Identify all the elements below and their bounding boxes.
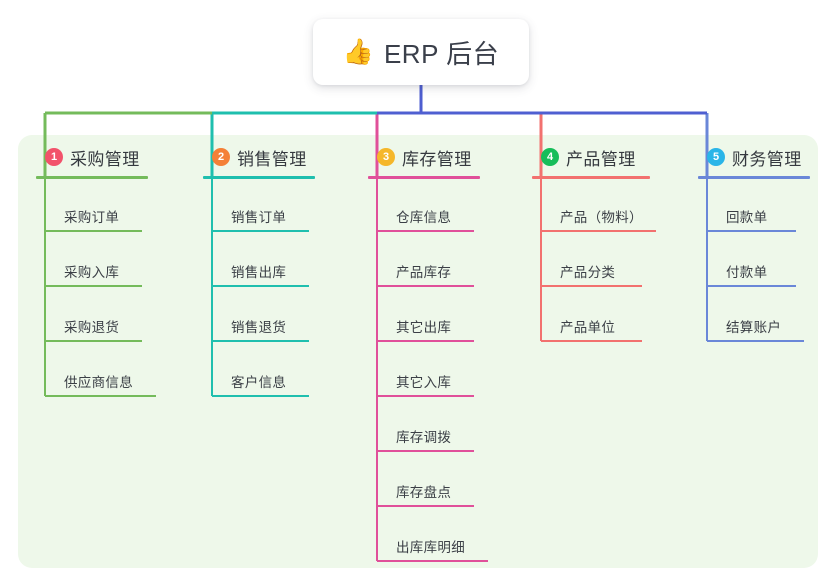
leaf-label: 结算账户 (726, 320, 782, 335)
leaf-label: 销售退货 (231, 320, 287, 335)
leaf-node[interactable]: 产品库存 (368, 234, 480, 289)
leaf-node[interactable]: 采购入库 (36, 234, 148, 289)
leaf-label: 其它入库 (396, 375, 452, 390)
leaf-label: 仓库信息 (396, 210, 452, 225)
leaf-node[interactable]: 产品（物料） (532, 179, 650, 234)
branch-badge-2: 2 (212, 148, 230, 166)
leaf-node[interactable]: 供应商信息 (36, 344, 148, 399)
leaf-label: 其它出库 (396, 320, 452, 335)
branch-header-4[interactable]: 4 产品管理 (532, 145, 650, 169)
leaf-label: 客户信息 (231, 375, 287, 390)
leaf-node[interactable]: 仓库信息 (368, 179, 480, 234)
leaf-label: 采购入库 (64, 265, 120, 280)
root-node-content: 👍 ERP 后台 (343, 34, 499, 71)
leaf-label: 销售出库 (231, 265, 287, 280)
branch-column-1: 1 采购管理采购订单采购入库采购退货供应商信息 (36, 145, 148, 399)
leaf-node[interactable]: 库存调拨 (368, 399, 480, 454)
branch-title-4: 产品管理 (566, 149, 636, 169)
leaf-label: 采购退货 (64, 320, 120, 335)
thumbs-up-icon: 👍 (342, 37, 374, 66)
branch-column-2: 2 销售管理销售订单销售出库销售退货客户信息 (203, 145, 315, 399)
branch-title-1: 采购管理 (70, 149, 140, 169)
leaf-node[interactable]: 出库库明细 (368, 509, 480, 564)
leaf-node[interactable]: 回款单 (698, 179, 810, 234)
branch-rule-2 (203, 176, 315, 179)
leaf-label: 库存调拨 (396, 430, 452, 445)
leaf-label: 供应商信息 (64, 375, 133, 390)
branch-rule-4 (532, 176, 650, 179)
leaf-node[interactable]: 库存盘点 (368, 454, 480, 509)
branch-header-1[interactable]: 1 采购管理 (36, 145, 148, 169)
leaf-node[interactable]: 付款单 (698, 234, 810, 289)
branch-title-2: 销售管理 (237, 149, 307, 169)
branch-rule-1 (36, 176, 148, 179)
leaf-label: 采购订单 (64, 210, 120, 225)
branch-header-5[interactable]: 5 财务管理 (698, 145, 810, 169)
leaf-label: 出库库明细 (396, 540, 465, 555)
leaf-node[interactable]: 销售订单 (203, 179, 315, 234)
leaf-node[interactable]: 销售退货 (203, 289, 315, 344)
branch-rule-5 (698, 176, 810, 179)
leaf-node[interactable]: 其它入库 (368, 344, 480, 399)
leaf-label: 销售订单 (231, 210, 287, 225)
leaf-node[interactable]: 客户信息 (203, 344, 315, 399)
leaf-label: 产品分类 (560, 265, 616, 280)
branch-title-3: 库存管理 (402, 149, 472, 169)
branch-column-3: 3 库存管理仓库信息产品库存其它出库其它入库库存调拨库存盘点出库库明细 (368, 145, 480, 564)
branch-column-5: 5 财务管理回款单付款单结算账户 (698, 145, 810, 344)
branch-title-5: 财务管理 (732, 149, 802, 169)
leaf-node[interactable]: 产品单位 (532, 289, 650, 344)
leaf-node[interactable]: 结算账户 (698, 289, 810, 344)
leaf-node[interactable]: 其它出库 (368, 289, 480, 344)
leaf-label: 库存盘点 (396, 485, 452, 500)
root-node-card[interactable]: 👍 ERP 后台 (313, 19, 529, 85)
leaf-node[interactable]: 采购订单 (36, 179, 148, 234)
branch-header-3[interactable]: 3 库存管理 (368, 145, 480, 169)
leaf-label: 产品（物料） (560, 210, 643, 225)
leaf-node[interactable]: 采购退货 (36, 289, 148, 344)
branch-column-4: 4 产品管理产品（物料） 产品分类产品单位 (532, 145, 650, 344)
branch-badge-3: 3 (377, 148, 395, 166)
root-node-title: ERP 后台 (383, 38, 500, 69)
leaf-node[interactable]: 销售出库 (203, 234, 315, 289)
branch-badge-4: 4 (541, 148, 559, 166)
branch-header-2[interactable]: 2 销售管理 (203, 145, 315, 169)
branch-badge-1: 1 (45, 148, 63, 166)
leaf-label: 产品库存 (396, 265, 452, 280)
leaf-label: 回款单 (726, 210, 768, 225)
branch-badge-5: 5 (707, 148, 725, 166)
leaf-label: 产品单位 (560, 320, 616, 335)
branch-rule-3 (368, 176, 480, 179)
diagram-panel (18, 135, 818, 568)
leaf-node[interactable]: 产品分类 (532, 234, 650, 289)
leaf-label: 付款单 (726, 265, 768, 280)
